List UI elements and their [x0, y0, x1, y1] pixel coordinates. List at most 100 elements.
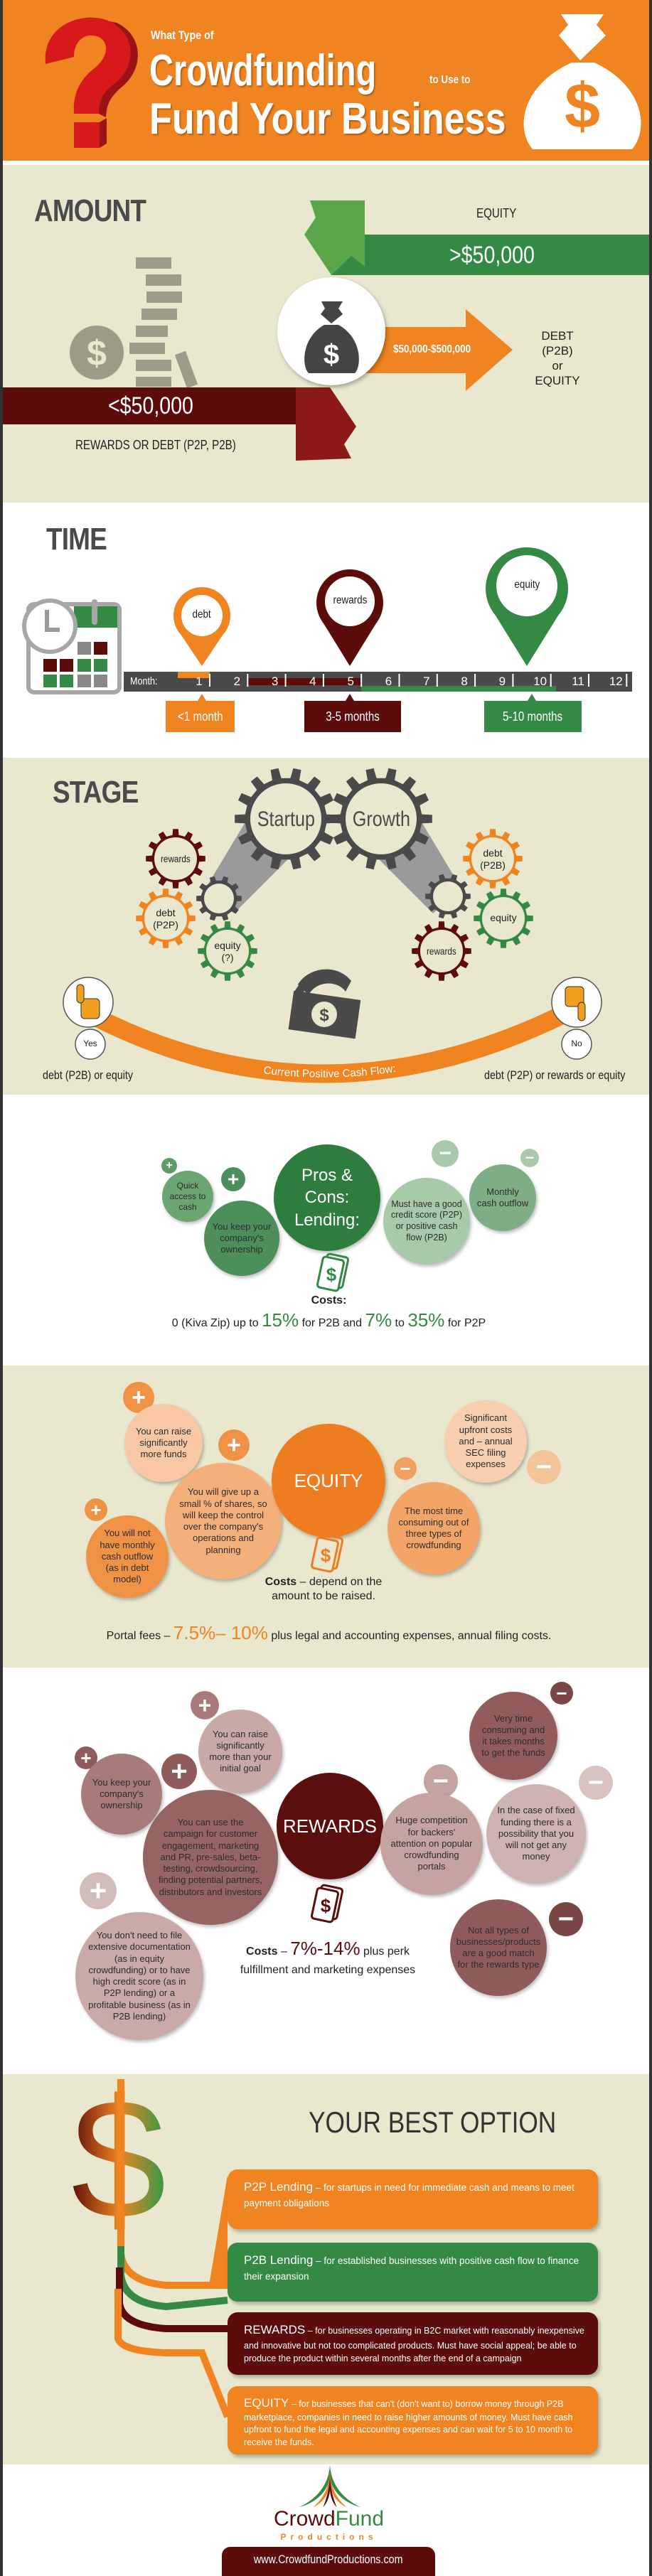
- rewards-costs: Costs – 7%-14% plus perk fulfillment and…: [240, 1938, 416, 1976]
- equity-costs: Costs – depend on the amount to be raise…: [264, 1576, 383, 1602]
- yes-result: debt (P2B) or equity: [43, 1068, 134, 1082]
- month-tick: [588, 674, 589, 687]
- svg-text:$: $: [565, 71, 600, 142]
- mid-title: to Use to: [429, 74, 471, 86]
- month-tick: [512, 674, 514, 687]
- pin-label-debt: debt: [192, 608, 212, 621]
- pro-keep-control: You will give up a small % of shares, so…: [165, 1463, 282, 1579]
- growth-option-debt: debt (P2B): [480, 847, 506, 871]
- right-arrow-icon: [365, 309, 513, 391]
- startup-option-rewards: rewards: [161, 853, 191, 864]
- title-fund-business: Fund Your Business: [149, 95, 506, 144]
- month-tick: [209, 674, 210, 687]
- no-result: debt (P2P) or rewards or equity: [484, 1068, 626, 1082]
- plus-icon: +: [85, 1498, 107, 1521]
- rewards-center: REWARDS: [277, 1773, 383, 1879]
- month-tick: [247, 674, 249, 687]
- con-credit-score: Must have a good credit score (P2P) or p…: [383, 1178, 470, 1265]
- plus-icon: +: [80, 1872, 117, 1909]
- option-p2b: P2B Lending – for established businesses…: [228, 2243, 598, 2302]
- duration-rewards: 3-5 months: [304, 701, 401, 732]
- svg-text:$: $: [319, 1006, 329, 1025]
- rewards-pin-icon: [316, 569, 383, 666]
- minus-icon: −: [527, 1450, 561, 1484]
- plus-icon: +: [218, 1429, 250, 1461]
- plus-icon: +: [221, 1167, 245, 1191]
- month-number: 7: [423, 675, 430, 688]
- dollar-card-icon: $: [310, 1533, 344, 1573]
- crowdfund-logo-icon: [299, 2465, 360, 2508]
- con-competition: Huge competition for backers' attention …: [380, 1793, 483, 1895]
- con-fixed-funding: In the case of fixed funding there is a …: [486, 1784, 586, 1884]
- month-number: 1: [196, 675, 203, 688]
- duration-equity: 5-10 months: [484, 701, 582, 732]
- minus-icon: −: [432, 1140, 459, 1167]
- growth-label: Growth: [352, 807, 410, 831]
- plus-icon: +: [191, 1691, 219, 1719]
- month-number: 6: [385, 675, 392, 688]
- dollar-card-icon: $: [310, 1884, 344, 1923]
- lending-costs: 0 (Kiva Zip) up to 15% for P2B and 7% to…: [171, 1309, 486, 1331]
- footer-logo-text: CrowdFund: [273, 2507, 385, 2531]
- month-tick: [436, 674, 438, 687]
- con-not-all-types: Not all types of businesses/products are…: [450, 1899, 547, 1996]
- equity-range-bar: [361, 686, 556, 692]
- month-tick: [322, 674, 324, 687]
- month-number: 10: [533, 675, 547, 688]
- yes-circle: [75, 1029, 106, 1060]
- rewards-range-bar: [248, 678, 361, 685]
- option-equity: EQUITY – for businesses that can't (don'…: [228, 2386, 598, 2454]
- pro-raise-more: You can raise significantly more than yo…: [198, 1710, 282, 1793]
- pro-raise-more: You can raise significantly more funds: [124, 1404, 203, 1482]
- lending-costs-label: Costs:: [311, 1294, 347, 1306]
- month-tick: [398, 674, 400, 687]
- up-arrow-icon: [304, 200, 365, 275]
- time-title: TIME: [46, 522, 107, 557]
- pro-campaign-uses: You can use the campaign for customer en…: [143, 1790, 278, 1925]
- calendar-clock-icon: [22, 599, 122, 694]
- debt-range-bar: [178, 672, 210, 678]
- month-number: 2: [233, 675, 241, 688]
- pro-no-outflow: You will not have monthly cash outflow (…: [86, 1515, 169, 1598]
- month-tick: [360, 674, 363, 687]
- startup-option-equity: equity (?): [214, 940, 241, 963]
- svg-text:$: $: [326, 1264, 337, 1285]
- dollar-card-icon: $: [316, 1252, 350, 1292]
- mid-amount-value: $50,000-$500,000: [393, 343, 471, 355]
- pin-label-rewards: rewards: [333, 594, 367, 606]
- pin-label-equity: equity: [514, 579, 540, 591]
- no-circle: [561, 1029, 592, 1060]
- equity-pin-icon: [486, 547, 568, 666]
- thumbs-up-icon[interactable]: [63, 977, 114, 1028]
- month-label: Month:: [130, 675, 158, 687]
- cash-flow-money-icon: $: [288, 969, 361, 1039]
- pre-title: What Type of: [151, 28, 214, 42]
- question-mark-icon: [45, 17, 138, 148]
- con-upfront-costs: Significant upfront costs and – annual S…: [444, 1400, 527, 1483]
- title-crowdfunding: Crowdfunding: [149, 46, 377, 95]
- equity-center: EQUITY: [272, 1424, 385, 1537]
- con-monthly-outflow: Monthly cash outflow: [469, 1164, 536, 1231]
- high-amount-bar: [331, 235, 649, 275]
- month-tick: [626, 674, 628, 687]
- high-amount-value: >$50,000: [449, 242, 535, 269]
- best-option-title: YOUR BEST OPTION: [309, 2105, 557, 2139]
- down-arrow-icon: [296, 387, 356, 461]
- debt-pin-icon: [173, 587, 230, 666]
- coins-icon: $: [70, 257, 198, 389]
- yes-label: Yes: [83, 1039, 97, 1048]
- option-p2p: P2P Lending – for startups in need for i…: [228, 2169, 598, 2229]
- startup-option-debt: debt (P2P): [153, 907, 178, 930]
- month-number: 4: [309, 675, 316, 688]
- svg-text:$: $: [321, 1545, 331, 1566]
- thumbs-down-icon[interactable]: [551, 977, 602, 1028]
- growth-option-equity: equity: [490, 912, 517, 923]
- month-number: 9: [498, 675, 506, 688]
- pro-quick-access: Quick access to cash: [162, 1171, 213, 1222]
- footer-url-link[interactable]: www.CrowdfundProductions.com: [222, 2547, 435, 2576]
- minus-icon: −: [549, 1902, 583, 1936]
- low-amount-value: <$50,000: [108, 392, 193, 419]
- svg-text:$: $: [324, 339, 339, 370]
